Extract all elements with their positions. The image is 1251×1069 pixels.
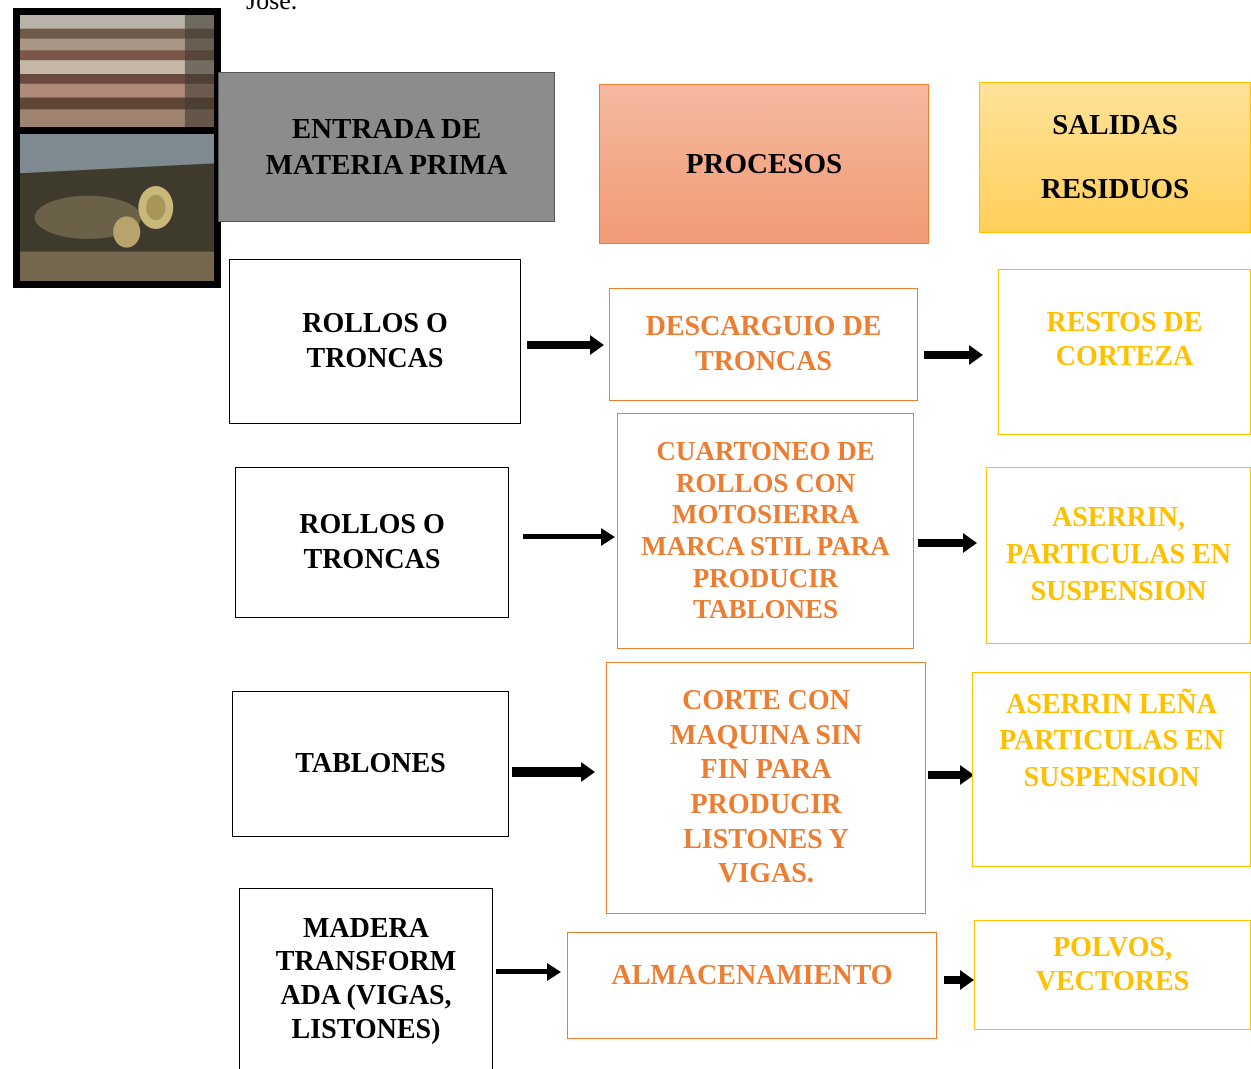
- header-input: ENTRADA DE MATERIA PRIMA: [218, 72, 555, 222]
- right-arrow-icon: [918, 533, 977, 553]
- output-box-3: ASERRIN LEÑA PARTICULAS EN SUSPENSION: [972, 672, 1251, 867]
- right-arrow-icon: [527, 335, 604, 355]
- input-label-1: ROLLOS O TRONCAS: [302, 308, 448, 374]
- input-box-3: TABLONES: [232, 691, 509, 837]
- right-arrow-icon: [512, 762, 595, 782]
- process-box-3: CORTE CON MAQUINA SIN FIN PARA PRODUCIR …: [606, 662, 926, 914]
- lumber-stack-photo: [13, 8, 221, 140]
- output-label-3: ASERRIN LEÑA PARTICULAS EN SUSPENSION: [999, 689, 1224, 793]
- input-label-3: TABLONES: [295, 747, 446, 779]
- process-label-1: DESCARGUIO DE TRONCAS: [645, 311, 882, 377]
- process-box-1: DESCARGUIO DE TRONCAS: [609, 288, 918, 401]
- right-arrow-icon: [924, 345, 983, 365]
- input-box-1: ROLLOS O TRONCAS: [229, 259, 521, 424]
- right-arrow-icon: [928, 765, 974, 785]
- header-process-label: PROCESOS: [685, 147, 843, 180]
- process-label-2: CUARTONEO DE ROLLOS CON MOTOSIERRA MARCA…: [641, 436, 890, 625]
- right-arrow-icon: [944, 970, 974, 990]
- right-arrow-icon: [496, 962, 561, 982]
- header-output-line1: SALIDAS: [1052, 108, 1178, 141]
- process-label-4: ALMACENAMIENTO: [611, 960, 893, 991]
- header-output-line2: RESIDUOS: [1040, 172, 1190, 205]
- input-label-4: MADERA TRANSFORM ADA (VIGAS, LISTONES): [275, 912, 457, 1045]
- header-output: SALIDAS RESIDUOS: [979, 82, 1251, 233]
- header-process: PROCESOS: [599, 84, 929, 244]
- output-label-4: POLVOS, VECTORES: [1035, 932, 1190, 998]
- header-input-label: ENTRADA DE MATERIA PRIMA: [265, 112, 508, 181]
- output-box-2: ASERRIN, PARTICULAS EN SUSPENSION: [986, 467, 1251, 644]
- input-label-2: ROLLOS O TRONCAS: [299, 509, 445, 575]
- tree-log-photo: [13, 127, 221, 288]
- process-box-4: ALMACENAMIENTO: [567, 932, 937, 1039]
- output-label-1: RESTOS DE CORTEZA: [1046, 307, 1203, 373]
- input-box-2: ROLLOS O TRONCAS: [235, 467, 509, 618]
- process-label-3: CORTE CON MAQUINA SIN FIN PARA PRODUCIR …: [669, 684, 863, 890]
- right-arrow-icon: [523, 527, 615, 547]
- top-text-fragment: Jose.: [246, 0, 298, 15]
- process-box-2: CUARTONEO DE ROLLOS CON MOTOSIERRA MARCA…: [617, 413, 914, 649]
- output-box-1: RESTOS DE CORTEZA: [998, 269, 1251, 435]
- output-label-2: ASERRIN, PARTICULAS EN SUSPENSION: [1006, 502, 1231, 607]
- output-box-4: POLVOS, VECTORES: [974, 920, 1251, 1030]
- input-box-4: MADERA TRANSFORM ADA (VIGAS, LISTONES): [239, 888, 493, 1069]
